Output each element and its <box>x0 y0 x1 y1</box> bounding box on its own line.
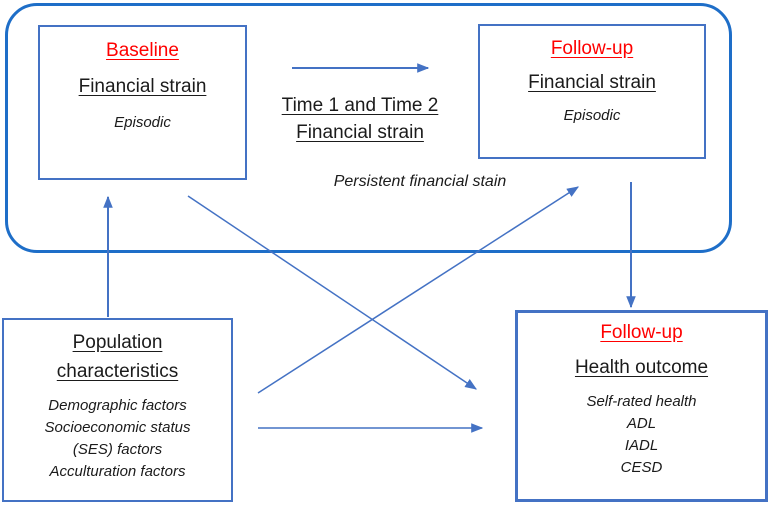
time1-time2-label-line1: Time 1 and Time 2 <box>281 95 439 116</box>
population-item: Socioeconomic status <box>44 419 191 436</box>
followup-strain-subtitle: Episodic <box>563 107 621 124</box>
population-item: (SES) factors <box>72 441 163 458</box>
followup-health-outcome-box: Follow-up Health outcome Self-rated heal… <box>515 310 768 502</box>
time1-time2-label-line2: Financial strain <box>296 122 424 143</box>
health-outcome-item: Self-rated health <box>586 393 697 410</box>
health-outcome-tag: Follow-up <box>600 322 683 343</box>
population-title-line1: Population <box>72 332 163 353</box>
health-outcome-item: ADL <box>626 415 657 432</box>
baseline-title: Financial strain <box>78 76 207 97</box>
health-outcome-item-list: Self-rated health ADL IADL CESD <box>586 391 696 479</box>
baseline-subtitle: Episodic <box>114 114 171 131</box>
baseline-financial-strain-box: Baseline Financial strain Episodic <box>38 25 247 180</box>
population-characteristics-box: Population characteristics Demographic f… <box>2 318 233 502</box>
followup-strain-tag: Follow-up <box>550 38 634 59</box>
baseline-tag: Baseline <box>106 40 179 61</box>
population-title-line2: characteristics <box>56 361 179 382</box>
population-item: Demographic factors <box>48 397 187 414</box>
health-outcome-title: Health outcome <box>574 357 709 378</box>
population-item-list: Demographic factors Socioeconomic status… <box>45 395 191 483</box>
followup-strain-title: Financial strain <box>528 72 656 93</box>
followup-financial-strain-box: Follow-up Financial strain Episodic <box>478 24 706 159</box>
population-item: Acculturation factors <box>49 463 186 480</box>
health-outcome-item: CESD <box>620 459 663 476</box>
persistent-strain-caption: Persistent financial stain <box>333 173 507 190</box>
health-outcome-item: IADL <box>624 437 659 454</box>
time1-time2-label: Time 1 and Time 2 Financial strain <box>262 92 458 146</box>
